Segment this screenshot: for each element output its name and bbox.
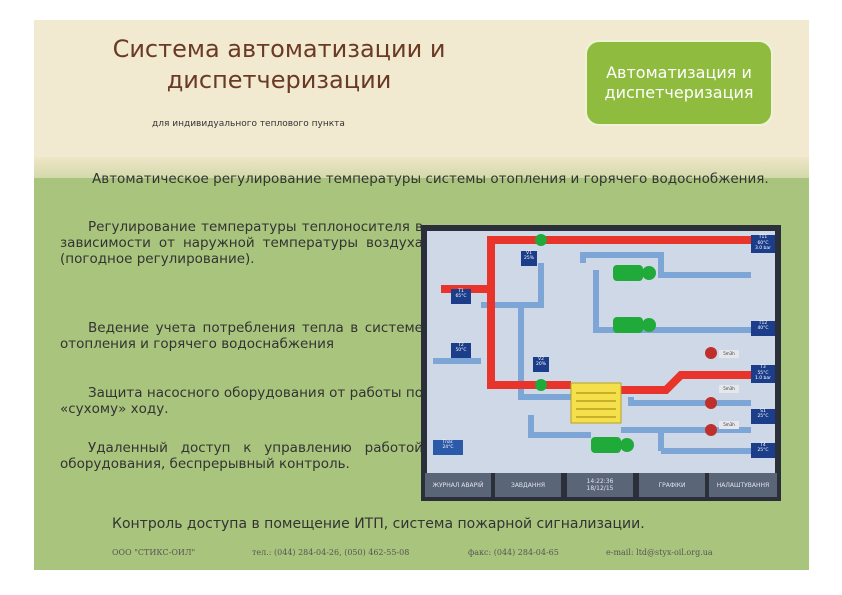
- page-title: Система автоматизации и диспетчеризации: [112, 35, 446, 94]
- pump-flow-label: 5m3h: [719, 350, 739, 358]
- pump-flow-label: 5m3h: [719, 385, 739, 393]
- pumps: [591, 265, 656, 453]
- sensor-t4[interactable]: T4 25°C: [751, 443, 775, 458]
- company-name: ООО "СТИКС-ОИЛ": [112, 548, 196, 557]
- pump-flow-label: 5m3h: [719, 421, 739, 429]
- flow-meter-3: [705, 424, 717, 436]
- phone-numbers: тел.: (044) 284-04-26, (050) 462-55-08: [252, 548, 410, 557]
- cold-pipes: [433, 252, 751, 454]
- feature-pump-protection: Защита насосного оборудования от работы …: [60, 385, 423, 417]
- sensor-v2[interactable]: V2 20%: [533, 357, 549, 372]
- sensor-v1[interactable]: V1 25%: [521, 251, 537, 266]
- flow-meter-2: [705, 397, 717, 409]
- header-divider: [34, 157, 809, 181]
- nav-alarm-log[interactable]: ЖУРНАЛ АВАРІЙ: [425, 473, 491, 497]
- fax-number: факс: (044) 284-04-65: [468, 548, 559, 557]
- scada-mimic-diagram: [427, 231, 775, 473]
- sensor-t1[interactable]: T1 65°C: [451, 289, 471, 304]
- intro-text: Автоматическое регулирование температуры…: [92, 171, 769, 187]
- presentation-slide: Система автоматизации и диспетчеризации …: [34, 20, 809, 570]
- valve-v1: [535, 234, 547, 246]
- sensor-s1[interactable]: S1 25°C: [751, 409, 775, 424]
- email-address: e-mail: ltd@styx-oil.org.ua: [606, 548, 713, 557]
- flow-meter-1: [705, 347, 717, 359]
- feature-weather-control: Регулирование температуры теплоносителя …: [60, 219, 423, 267]
- scada-screenshot: T1 65°C T2 50°C V1 25% V2 20% T11 60°C 3…: [421, 225, 781, 501]
- nav-tasks[interactable]: ЗАВДАННЯ: [495, 473, 561, 497]
- footer-statement: Контроль доступа в помещение ИТП, систем…: [112, 516, 645, 532]
- nav-settings[interactable]: НАЛАШТУВАННЯ: [709, 473, 777, 497]
- exchanger-coils: [576, 392, 616, 418]
- nav-datetime: 14:22:36 18/12/15: [567, 473, 633, 497]
- sensor-t12[interactable]: T12 40°C: [751, 321, 775, 336]
- feature-heat-metering: Ведение учета потребления тепла в систем…: [60, 320, 423, 352]
- sensor-outdoor[interactable]: Tnar. 24°C: [433, 440, 463, 455]
- nav-charts[interactable]: ГРАФІКИ: [639, 473, 705, 497]
- sensor-t2[interactable]: T2 50°C: [451, 343, 471, 358]
- sensor-t3[interactable]: T3 55°C 1.0 bar: [751, 365, 775, 383]
- feature-remote-access: Удаленный доступ к управлению работой об…: [60, 440, 423, 472]
- sensor-t11[interactable]: T11 60°C 3.0 bar: [751, 235, 775, 253]
- section-badge: Автоматизация и диспетчеризация: [585, 40, 773, 126]
- valve-v2: [535, 379, 547, 391]
- page-subtitle: для индивидуального теплового пункта: [152, 119, 345, 129]
